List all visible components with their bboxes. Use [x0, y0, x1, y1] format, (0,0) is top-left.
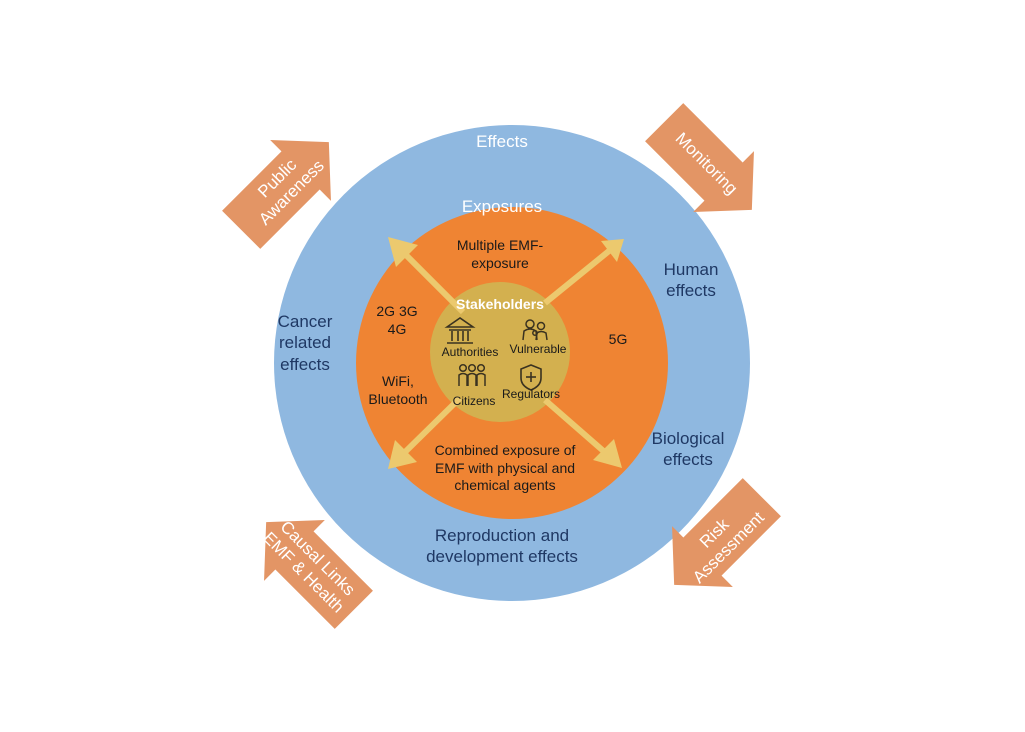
shield-icon	[520, 364, 542, 391]
public-awareness-arrow	[222, 140, 331, 249]
monitoring-arrow	[645, 103, 754, 212]
effect-reproduction: Reproduction and development effects	[426, 526, 578, 567]
family-icon	[522, 319, 548, 341]
stakeholder-regulators: Regulators	[501, 387, 561, 401]
arrow-to-top-right	[543, 248, 611, 306]
arrow-head-bottom-right	[593, 439, 622, 468]
stakeholder-vulnerable: Vulnerable	[509, 342, 567, 356]
stakeholders-title: Stakeholders	[456, 296, 544, 312]
diagonal-arrows	[388, 237, 624, 469]
arrow-to-top-left	[399, 248, 466, 315]
arrow-to-bottom-right	[543, 397, 610, 458]
exposure-combined: Combined exposure of EMF with physical a…	[434, 442, 576, 493]
causal-links-arrow	[264, 520, 373, 629]
exposure-wifi-bluetooth: WiFi, Bluetooth	[368, 373, 428, 407]
stakeholder-authorities: Authorities	[441, 345, 499, 359]
effect-cancer: Cancer related effects	[277, 312, 333, 374]
arrow-to-bottom-left	[399, 395, 463, 458]
people-icon	[458, 363, 486, 386]
arrow-head-bottom-left	[388, 440, 417, 469]
exposure-multiple: Multiple EMF- exposure	[456, 237, 544, 271]
building-icon	[444, 317, 476, 344]
arrow-head-top-left	[388, 237, 418, 267]
arrow-head-top-right	[601, 239, 624, 262]
exposure-5g: 5G	[608, 331, 628, 347]
effect-biological: Biological effects	[651, 429, 725, 470]
effects-title: Effects	[476, 132, 528, 151]
stakeholder-citizens: Citizens	[452, 394, 496, 408]
effect-human: Human effects	[663, 260, 719, 301]
exposures-title: Exposures	[461, 197, 543, 216]
stakeholders-circle	[430, 282, 570, 422]
exposure-2g-3g-4g: 2G 3G 4G	[376, 303, 418, 337]
risk-assessment-arrow	[672, 478, 781, 587]
